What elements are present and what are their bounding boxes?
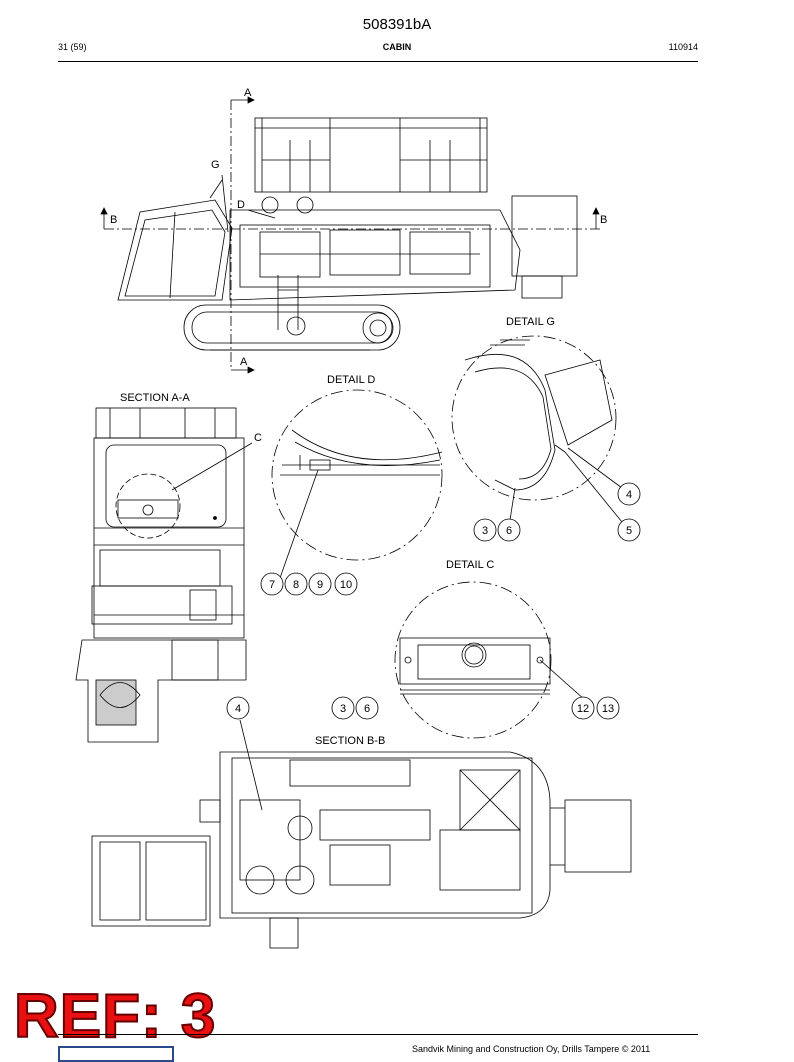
callout-10-detail-d: 10	[340, 579, 352, 591]
callout-6-detail-g: 6	[506, 525, 512, 537]
footer-divider	[58, 1034, 698, 1035]
title-detail-g: DETAIL G	[506, 316, 555, 328]
callout-7-detail-d: 7	[269, 579, 275, 591]
document-date: 110914	[668, 42, 698, 52]
section-aa-view	[75, 407, 253, 743]
section-mark-b-right: B	[600, 214, 607, 226]
company-logo	[58, 1046, 174, 1062]
section-mark-b-left: B	[110, 214, 117, 226]
callout-balloons	[226, 482, 641, 720]
section-mark-a-bottom: A	[240, 356, 248, 368]
section-title: CABIN	[382, 42, 412, 52]
page-count: 31 (59)	[58, 42, 87, 52]
side-view-rig	[100, 96, 600, 374]
leader-label-d: D	[237, 199, 245, 211]
callout-4-section-bb: 4	[235, 703, 241, 715]
section-mark-a-top: A	[244, 87, 252, 99]
detail-g-view	[451, 335, 623, 523]
reference-stamp: REF: 3	[13, 982, 217, 1051]
callout-5-detail-g: 5	[626, 525, 632, 537]
section-bb-view	[91, 719, 632, 949]
leader-label-g: G	[211, 159, 220, 171]
leader-label-c: C	[254, 432, 262, 444]
detail-c-view	[394, 581, 586, 739]
callout-13-detail-c: 13	[602, 703, 614, 715]
detail-d-view	[271, 389, 443, 579]
callout-12-detail-c: 12	[577, 703, 589, 715]
title-detail-d: DETAIL D	[327, 374, 375, 386]
title-section-aa: SECTION A-A	[120, 392, 190, 404]
document-number: 508391bA	[362, 16, 432, 33]
title-detail-c: DETAIL C	[446, 559, 494, 571]
callout-8-detail-d: 8	[293, 579, 299, 591]
callout-3-detail-c: 3	[340, 703, 346, 715]
callout-9-detail-d: 9	[317, 579, 323, 591]
callout-4-detail-g: 4	[626, 489, 632, 501]
callout-3-detail-g: 3	[482, 525, 488, 537]
header-divider	[58, 61, 698, 62]
footer-copyright: Sandvik Mining and Construction Oy, Dril…	[412, 1044, 651, 1054]
title-section-bb: SECTION B-B	[315, 735, 385, 747]
callout-6-detail-c: 6	[364, 703, 370, 715]
